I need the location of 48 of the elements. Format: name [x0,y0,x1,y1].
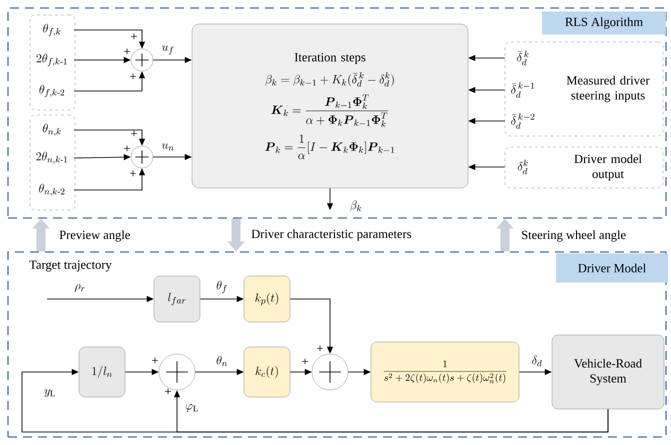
summing-junction [130,48,154,72]
term-label: $2\theta_{n,k\text{-}1}$ [36,152,68,164]
summing-junction [312,354,348,390]
panel-title: RLS Algorithm [542,12,666,34]
panel-title: Driver Model [556,254,668,282]
edge-label: + [317,345,323,352]
term-label: $\bar{\delta}_d^{\,k}$ [517,50,528,66]
term-label: $\delta_d^k$ [518,160,528,174]
term-label: $\bar{\delta}_d^{\,k-2}$ [511,113,534,129]
term-label: $\theta_{n,k\text{-}2}$ [39,184,64,196]
system-block: Vehicle-Road System [552,334,664,410]
edge-label: $\theta_f$ [216,280,227,294]
term-label: $\theta_{n,k}$ [42,124,61,136]
edge-label: $\varphi_{\mathrm{L}}$ [186,404,198,412]
term-label: $2\theta_{f,k\text{-}1}$ [36,54,67,66]
term-label: $\theta_{f,k\text{-}2}$ [39,84,64,98]
gain-block: $1/l_n$ [78,346,126,398]
edge-label: + [124,48,130,54]
edge-label: $\theta_n$ [216,356,228,366]
edge-label: $y_{\mathrm{L}}$ [44,389,55,397]
summing-junction [130,146,154,168]
iteration-box: Iteration steps $\beta_k = \beta_{k-1} + K_k(\bar{\delta}_d^{\,k} - \delta_d^k)$ $\boldsymbol{K}_k = \frac{\boldsymbol{P}_{k-1}\boldsymbol{\Phi}_k^T}{\alpha + \boldsymbol{\Phi}_k\boldsymbol{P}_{k-1}\boldsymbol{\Phi}_k^T}$ $\boldsymbol{P}_k = \frac{1}{\alpha}[I - \boldsymbol{K}_k\boldsymbol{\Phi}_k]\boldsymbol{P}_{k-1}$ [192,24,468,188]
gain-block: $k_p(t)$ [244,276,290,322]
input-group [30,14,76,110]
edge-label: Driver characteristic parameters [252,229,412,241]
edge-label: Steering wheel angle [522,230,626,242]
edge-label: $\beta_k$ [350,200,362,212]
edge-label: $\delta_d$ [532,356,542,366]
gain-block: $k_c(t)$ [244,346,290,398]
edge-label: + [131,33,137,40]
edge-label: $u_n$ [162,143,174,151]
edge-label: $u_f$ [162,45,174,55]
edge-label: + [130,73,136,80]
summing-junction [158,354,196,390]
term-label: $\theta_{f,k}$ [43,24,60,36]
edge-label: + [131,130,137,136]
sign-label: + [165,388,171,394]
edge-label: + [152,357,158,364]
heading-label: Target trajectory [29,260,112,272]
edge-label: + [130,170,136,176]
edge-label: + [124,145,130,152]
gain-block: $l_{far}$ [154,276,200,322]
input-group [30,114,76,210]
edge-label: Preview angle [60,230,130,242]
term-label: $\bar{\delta}_d^{\,k-1}$ [511,82,534,98]
edge-label: $\rho_r$ [74,284,85,292]
edge-label: + [302,358,308,364]
transfer-function-block: $\frac{1}{s^2+2\zeta(t)\omega_n(t)s+\zeta(t)\omega_n^2(t)}$ [370,342,520,402]
